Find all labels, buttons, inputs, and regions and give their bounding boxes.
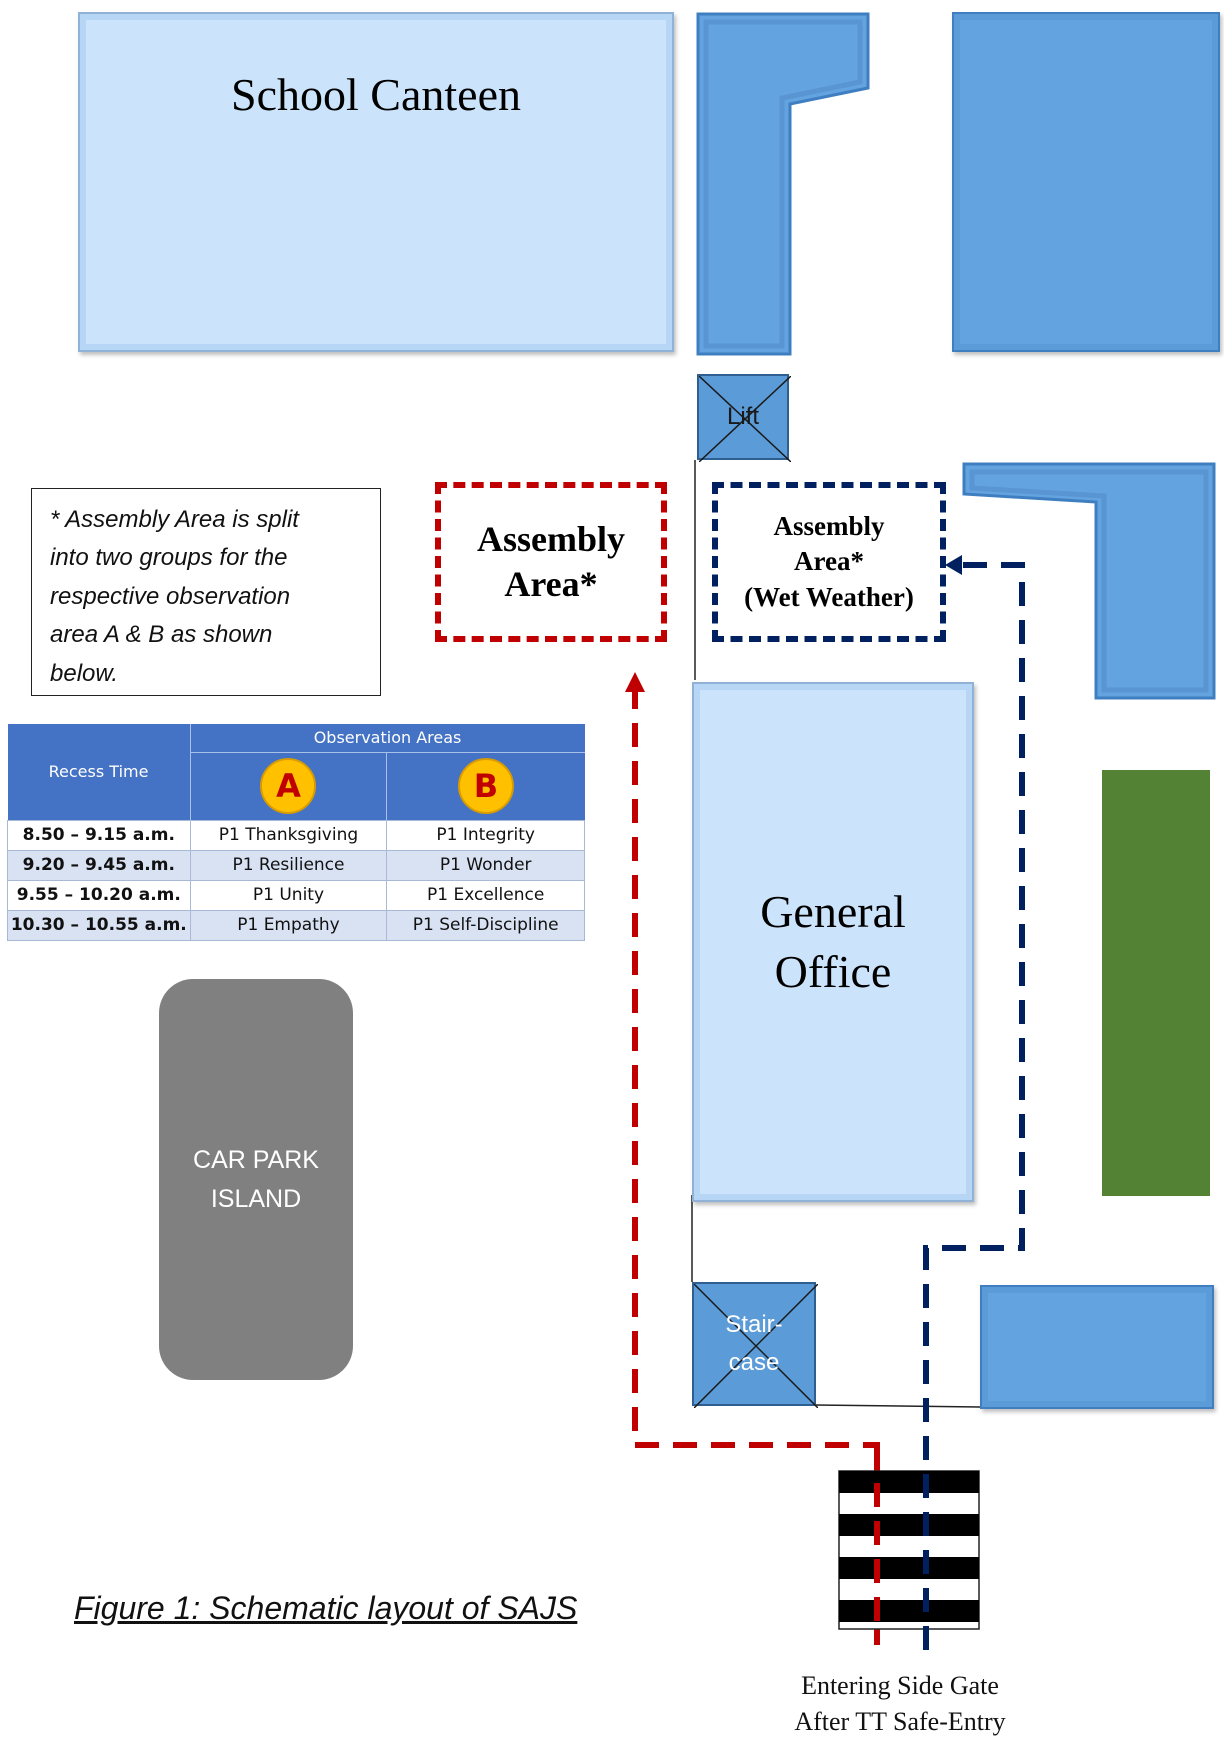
figure-caption: Figure 1: Schematic layout of SAJS <box>74 1590 578 1626</box>
assembly-area-wet-line2: Area* <box>794 546 864 577</box>
area-b-cell: P1 Wonder <box>386 849 585 881</box>
l-shaped-building-right <box>962 462 1216 700</box>
assembly-area-main-line1: Assembly <box>476 519 625 559</box>
general-office-line1: General <box>760 886 906 938</box>
zebra-crossing <box>838 1470 980 1630</box>
general-office: General Office <box>692 682 974 1202</box>
staircase-line2: case <box>728 1349 780 1376</box>
note-line: below. <box>50 659 119 687</box>
lift-cross-icon <box>699 376 791 462</box>
note-line: respective observation <box>50 582 291 610</box>
gate-label: Entering Side Gate After TT Safe-Entry <box>750 1668 1050 1741</box>
table-row: 9.20 – 9.45 a.m. P1 Resilience P1 Wonder <box>7 849 585 881</box>
gate-label-line2: After TT Safe-Entry <box>794 1707 1006 1737</box>
recess-time-header: Recess Time <box>7 724 191 820</box>
staircase-cross-icon <box>694 1284 818 1408</box>
recess-time-cell: 8.50 – 9.15 a.m. <box>7 819 191 851</box>
area-a-header: A <box>190 752 388 820</box>
car-park-island: CAR PARK ISLAND <box>159 979 353 1380</box>
car-park-line1: CAR PARK <box>193 1145 319 1174</box>
lift: Lift <box>697 374 791 462</box>
table-row: 10.30 – 10.55 a.m. P1 Empathy P1 Self-Di… <box>7 909 585 941</box>
area-a-cell: P1 Empathy <box>189 909 388 941</box>
assembly-note: * Assembly Area is split into two groups… <box>31 488 381 696</box>
staircase: Stair- case <box>692 1282 818 1408</box>
red-route-arrowhead <box>625 672 645 692</box>
note-line: * Assembly Area is split <box>50 506 299 533</box>
note-line: into two groups for the <box>50 544 288 572</box>
navy-route-arrowhead <box>945 555 962 575</box>
gate-label-line1: Entering Side Gate <box>801 1671 999 1700</box>
assembly-area-wet-line3: (Wet Weather) <box>744 581 914 612</box>
building-top-right <box>952 12 1220 352</box>
area-b-header: B <box>386 752 585 820</box>
area-a-cell: P1 Resilience <box>189 849 388 881</box>
assembly-area-main-line2: Area* <box>504 564 598 604</box>
assembly-area-main: Assembly Area* <box>435 482 667 642</box>
area-b-badge: B <box>457 758 514 814</box>
recess-time-cell: 9.20 – 9.45 a.m. <box>7 849 191 881</box>
observation-areas-header: Observation Areas <box>190 724 585 753</box>
assembly-area-wet-weather: Assembly Area* (Wet Weather) <box>712 482 946 642</box>
staircase-line1: Stair- <box>725 1310 783 1338</box>
school-canteen-label: School Canteen <box>231 69 521 120</box>
area-a-badge: A <box>260 758 317 814</box>
lift-label: Lift <box>726 403 759 430</box>
green-strip <box>1102 770 1210 1196</box>
school-canteen: School Canteen <box>78 12 674 352</box>
car-park-line2: ISLAND <box>210 1184 302 1213</box>
building-bottom-right <box>980 1285 1214 1409</box>
area-b-cell: P1 Self-Discipline <box>386 909 585 941</box>
note-line: area A & B as shown <box>50 621 273 649</box>
observation-table: Recess Time Observation Areas A B 8.50 –… <box>7 724 585 941</box>
recess-time-cell: 10.30 – 10.55 a.m. <box>7 909 191 941</box>
general-office-line2: Office <box>774 946 892 997</box>
l-shaped-building-top <box>696 12 870 356</box>
assembly-area-wet-line1: Assembly <box>773 511 885 542</box>
